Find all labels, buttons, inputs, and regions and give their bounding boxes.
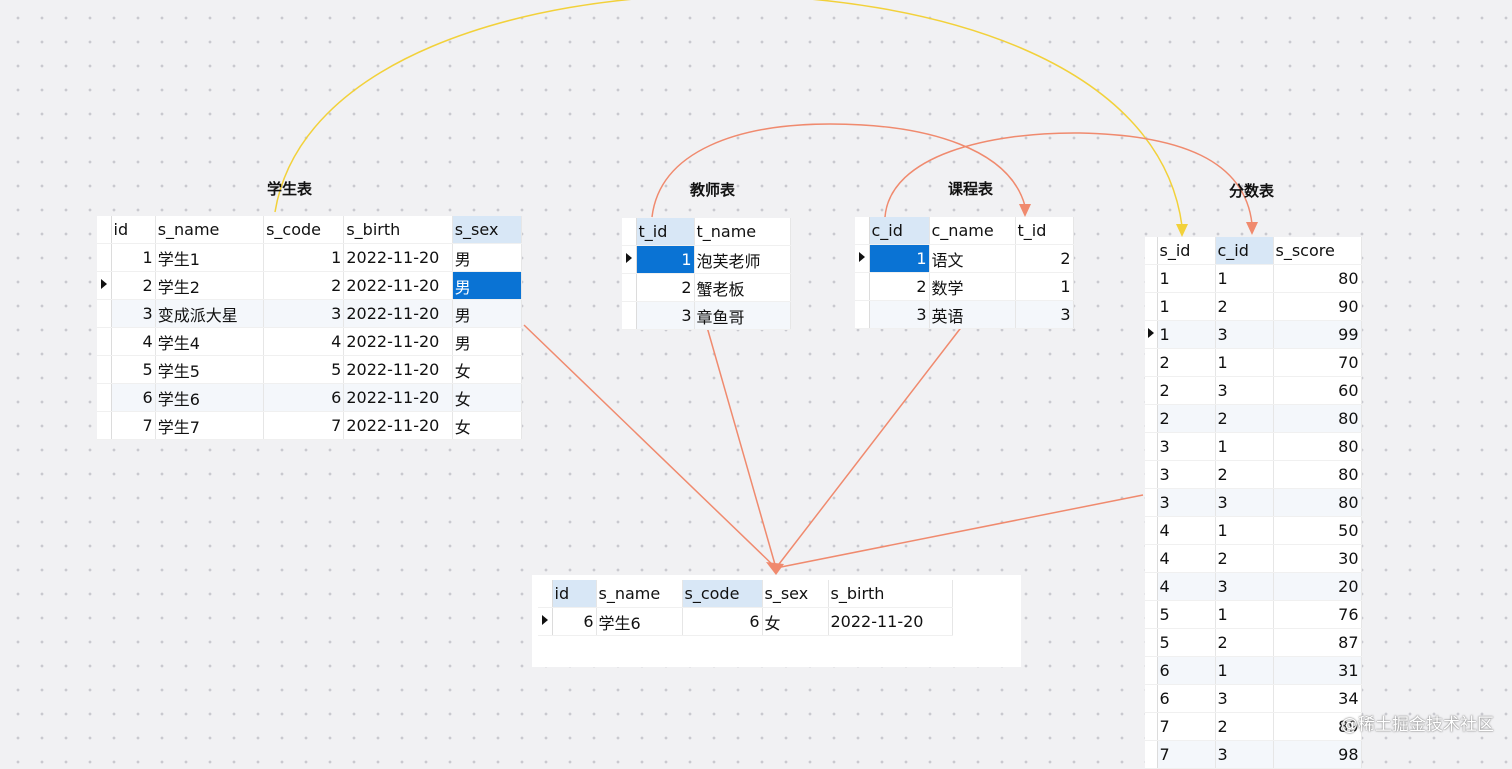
table-row[interactable]: 6 学生6 6 女 2022-11-20: [538, 607, 953, 636]
watermark: @稀土掘金技术社区: [1341, 715, 1494, 735]
selected-cell[interactable]: 1: [869, 244, 930, 273]
col-header-t-id[interactable]: t_id: [1015, 217, 1074, 245]
table-row[interactable]: 2 蟹老板: [622, 273, 791, 302]
col-header-s-id[interactable]: s_id: [1157, 237, 1216, 265]
arrowhead-student-to-score: [1176, 224, 1188, 237]
courses-table-title: 课程表: [948, 180, 994, 198]
query-result-table: id s_name s_code s_sex s_birth 6 学生6 6 女…: [538, 580, 953, 636]
current-row-indicator: [538, 607, 553, 636]
col-header-t-id[interactable]: t_id: [636, 218, 695, 246]
current-row-indicator: [97, 271, 112, 300]
line-students-to-result: [523, 324, 777, 569]
col-header-s-code[interactable]: s_code: [682, 580, 763, 608]
table-row[interactable]: 4 学生4 4 2022-11-20 男: [97, 327, 523, 356]
col-header-s-sex[interactable]: s_sex: [452, 216, 523, 244]
teachers-table-title: 教师表: [690, 181, 736, 199]
col-header-s-code[interactable]: s_code: [263, 216, 345, 244]
line-courses-to-result: [775, 324, 964, 569]
teachers-table: t_id t_name 1 泡芙老师 2 蟹老板 3 章鱼哥: [622, 218, 791, 330]
arrowhead-course-to-score: [1246, 222, 1258, 235]
table-row[interactable]: 3 章鱼哥: [622, 301, 791, 330]
col-header-s-name[interactable]: s_name: [596, 580, 683, 608]
table-row[interactable]: 1 学生1 1 2022-11-20 男: [97, 243, 523, 272]
current-row-indicator: [1145, 320, 1158, 349]
selected-cell[interactable]: 男: [452, 271, 523, 300]
col-header-s-sex[interactable]: s_sex: [762, 580, 829, 608]
arrow-teacher-to-course: [651, 123, 1026, 218]
col-header-s-score[interactable]: s_score: [1273, 237, 1362, 265]
courses-table: c_id c_name t_id 1 语文 2 2 数学 1 3 英语 3: [855, 217, 1074, 329]
col-header-c-id[interactable]: c_id: [869, 217, 930, 245]
col-header-c-name[interactable]: c_name: [929, 217, 1016, 245]
students-table: id s_name s_code s_birth s_sex 1 学生1 1 2…: [97, 216, 523, 440]
col-header-s-name[interactable]: s_name: [155, 216, 265, 244]
col-header-s-birth[interactable]: s_birth: [828, 580, 953, 608]
table-row[interactable]: 6 学生6 6 2022-11-20 女: [97, 383, 523, 412]
col-header-t-name[interactable]: t_name: [694, 218, 791, 246]
table-row[interactable]: 1 泡芙老师: [622, 245, 791, 274]
arrow-course-to-score: [884, 132, 1253, 225]
selected-cell[interactable]: 1: [636, 245, 695, 274]
table-row[interactable]: 2 数学 1: [855, 272, 1074, 301]
table-row[interactable]: 2 学生2 2 2022-11-20 男: [97, 271, 523, 300]
table-row[interactable]: 1 语文 2: [855, 244, 1074, 273]
table-row[interactable]: 5 学生5 5 2022-11-20 女: [97, 355, 523, 384]
table-row[interactable]: 7 学生7 7 2022-11-20 女: [97, 411, 523, 440]
scores-table-title: 分数表: [1229, 182, 1275, 200]
table-row[interactable]: 3 英语 3: [855, 300, 1074, 329]
students-table-title: 学生表: [267, 180, 313, 198]
line-teachers-to-result: [706, 326, 777, 569]
col-header-c-id[interactable]: c_id: [1215, 237, 1274, 265]
col-header-id[interactable]: id: [552, 580, 597, 608]
current-row-indicator: [622, 245, 637, 274]
table-row[interactable]: 3 变成派大星 3 2022-11-20 男: [97, 299, 523, 328]
arrowhead-teacher-to-course: [1019, 204, 1031, 217]
col-header-id[interactable]: id: [111, 216, 156, 244]
line-scores-to-result: [775, 494, 1144, 569]
current-row-indicator: [855, 244, 870, 273]
arrowhead-result: [766, 562, 784, 575]
col-header-s-birth[interactable]: s_birth: [343, 216, 453, 244]
